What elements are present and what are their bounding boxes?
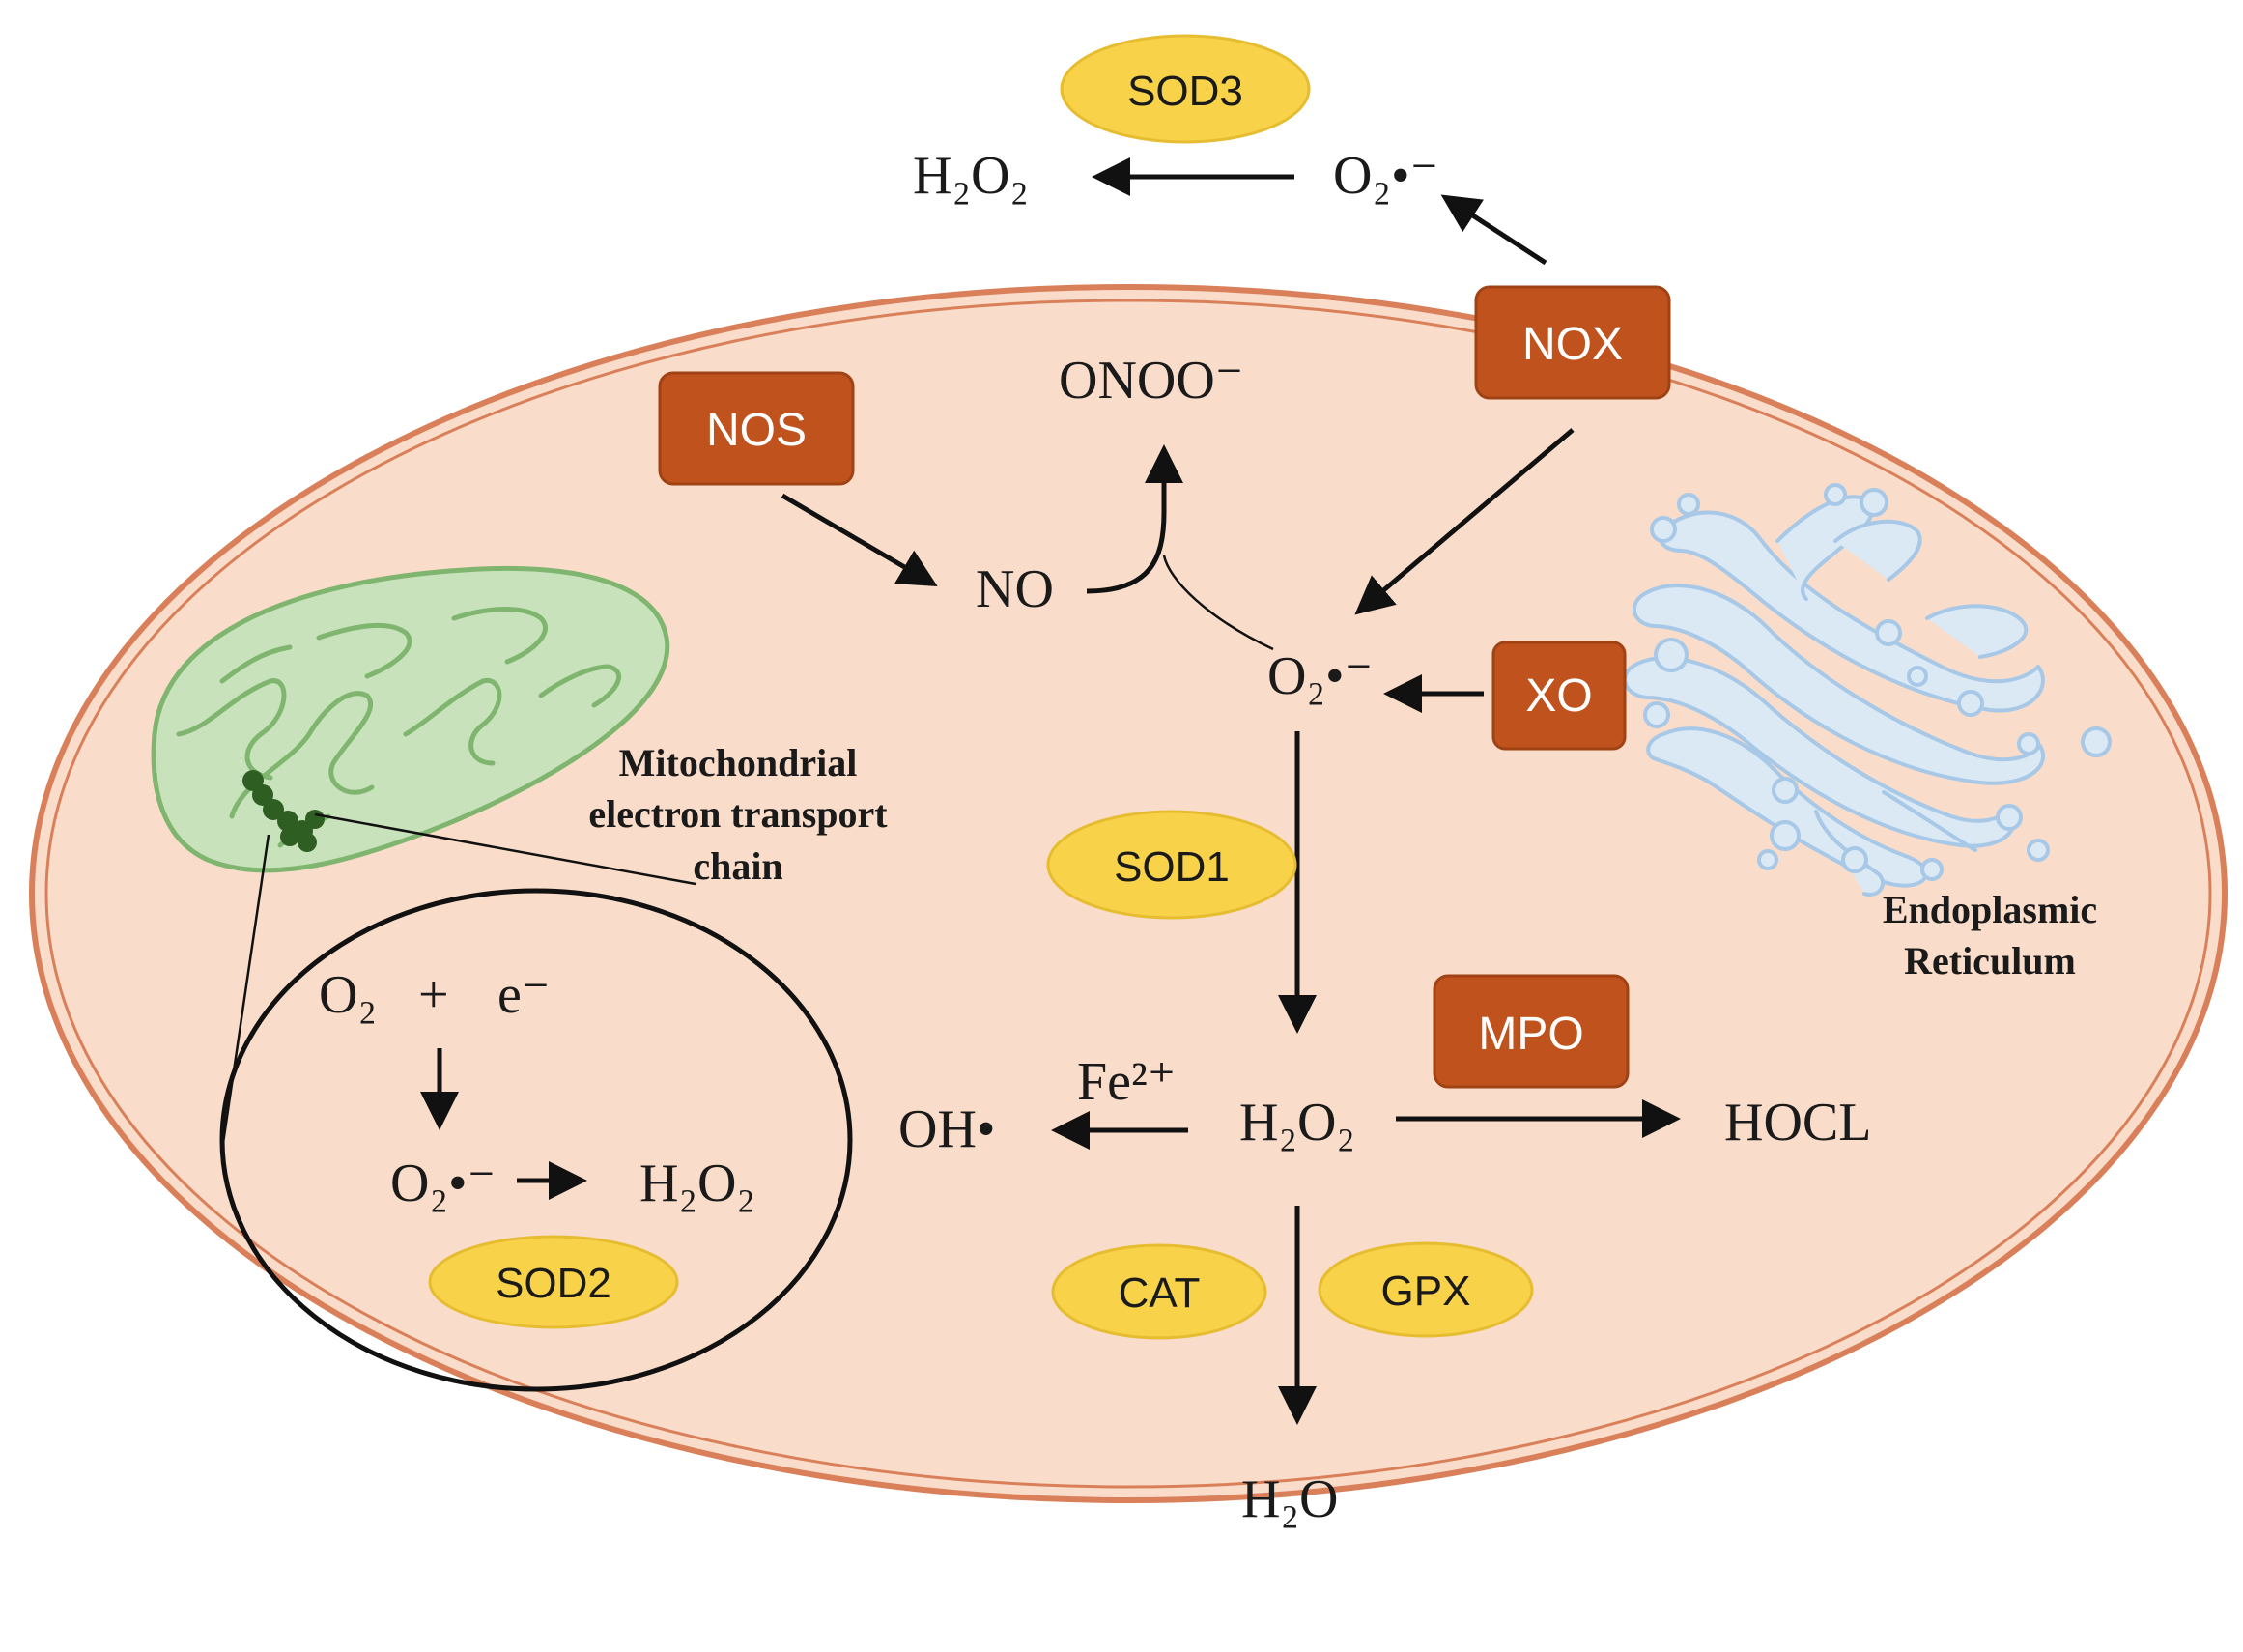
inset-o2: O₂ <box>319 965 377 1025</box>
cat-ellipse <box>1051 1243 1267 1340</box>
mitochondrion <box>151 565 670 873</box>
sod1-ellipse <box>1046 810 1297 920</box>
hocl: HOCL <box>1724 1093 1871 1153</box>
mito-label-line2: electron transport <box>588 792 888 836</box>
sod3-label: SOD3 <box>1127 68 1243 115</box>
nox-box <box>1474 285 1671 400</box>
nos-box <box>658 371 855 486</box>
cell-inner-membrane <box>44 299 2212 1489</box>
er-label: Endoplasmic Reticulum <box>1883 888 2097 983</box>
sod2-ellipse <box>428 1235 679 1329</box>
line-superoxide-to-onoo <box>1162 555 1274 651</box>
cat-label: CAT <box>1119 1269 1201 1317</box>
mpo-label: MPO <box>1478 1009 1583 1060</box>
gpx-label: GPX <box>1381 1267 1471 1315</box>
sod1-label: SOD1 <box>1114 843 1230 891</box>
nos-label: NOS <box>706 405 807 456</box>
inset-electron: e⁻ <box>497 965 550 1025</box>
h2o2-top: H₂O₂ <box>913 146 1029 206</box>
nitric-oxide: NO <box>976 559 1054 619</box>
water: H₂O <box>1241 1469 1338 1529</box>
arrow-nox-to-superoxide <box>1354 428 1575 615</box>
sod3-ellipse <box>1060 34 1311 144</box>
mito-label-line1: Mitochondrial <box>619 741 858 784</box>
superoxide-center: O₂•⁻ <box>1267 646 1373 706</box>
inset-h2o2: H₂O₂ <box>639 1154 755 1213</box>
endoplasmic-reticulum <box>1623 483 2112 897</box>
zoom-line-left <box>220 834 270 1151</box>
inset-plus: + <box>418 965 449 1025</box>
fe2: Fe²⁺ <box>1077 1052 1176 1112</box>
mito-label-line3: chain <box>693 844 782 888</box>
gpx-ellipse <box>1318 1241 1534 1338</box>
mito-label: Mitochondrial electron transport chain <box>588 741 888 888</box>
inset-reaction: O₂ + e⁻ O₂•⁻ H₂O₂ SOD2 <box>319 965 755 1329</box>
inset-circle <box>219 888 853 1392</box>
er-label-line1: Endoplasmic <box>1883 888 2097 931</box>
arrow-nox-to-superoxide-top <box>1440 194 1547 266</box>
zoom-line-right <box>314 812 696 886</box>
inset-superoxide: O₂•⁻ <box>390 1154 496 1213</box>
er-label-line2: Reticulum <box>1904 939 2076 983</box>
nox-label: NOX <box>1522 319 1623 370</box>
etc-chain <box>242 770 325 852</box>
arrow-nos-to-no <box>781 493 938 587</box>
sod2-label: SOD2 <box>496 1260 611 1307</box>
onoo: ONOO⁻ <box>1059 351 1243 411</box>
mpo-box <box>1433 974 1630 1089</box>
arrow-no-to-onoo <box>1086 444 1183 594</box>
hydroxyl-radical: OH• <box>898 1099 996 1159</box>
xo-box <box>1491 641 1627 751</box>
superoxide-top: O₂•⁻ <box>1333 146 1438 206</box>
h2o2-center: H₂O₂ <box>1239 1093 1355 1153</box>
xo-label: XO <box>1525 670 1592 722</box>
